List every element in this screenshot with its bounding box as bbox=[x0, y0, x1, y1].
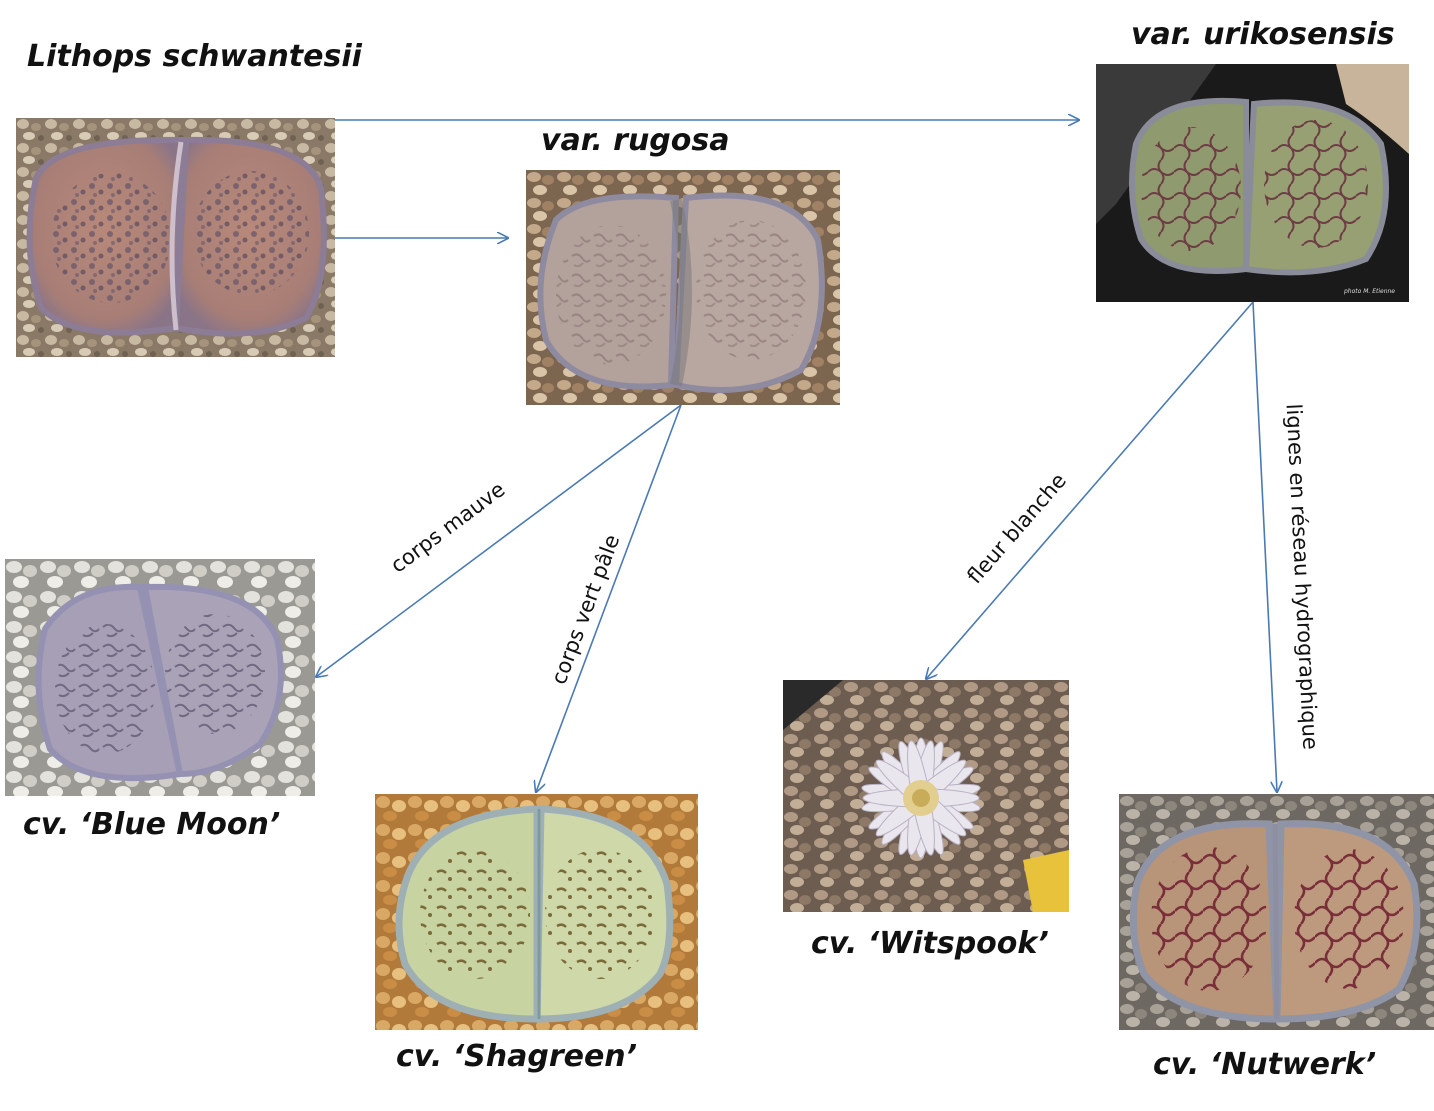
title-var-urikosensis: var. urikosensis bbox=[1131, 17, 1395, 52]
cv-witspook-photo bbox=[783, 680, 1069, 912]
cv-nutwerk-photo bbox=[1119, 794, 1434, 1030]
title-lithops-schwantesii: Lithops schwantesii bbox=[27, 39, 362, 74]
photo-credit: photo M. Etienne bbox=[1343, 288, 1395, 295]
edge-rugosa-to-blue-moon bbox=[316, 404, 682, 677]
edge-urikosensis-to-nutwerk bbox=[1252, 301, 1277, 792]
title-cv-witspook: cv. ‘Witspook’ bbox=[811, 926, 1049, 961]
cv-blue-moon-photo bbox=[5, 559, 315, 796]
var-urikosensis-photo: photo M. Etienne bbox=[1096, 64, 1409, 302]
edge-label-lignes-reseau: lignes en réseau hydrographique bbox=[1282, 403, 1323, 750]
title-cv-shagreen: cv. ‘Shagreen’ bbox=[396, 1039, 638, 1074]
var-rugosa-photo bbox=[526, 170, 840, 405]
title-cv-nutwerk: cv. ‘Nutwerk’ bbox=[1153, 1047, 1377, 1082]
edge-urikosensis-to-witspook bbox=[926, 301, 1254, 679]
title-cv-blue-moon: cv. ‘Blue Moon’ bbox=[23, 807, 281, 842]
edge-rugosa-to-shagreen bbox=[536, 404, 682, 792]
edge-label-fleur-blanche: fleur blanche bbox=[962, 469, 1071, 589]
edge-label-corps-mauve: corps mauve bbox=[386, 477, 509, 578]
lithops-schwantesii-photo bbox=[16, 118, 335, 357]
edge-label-corps-vert-pale: corps vert pâle bbox=[547, 531, 625, 687]
title-var-rugosa: var. rugosa bbox=[541, 123, 730, 158]
cv-shagreen-photo bbox=[375, 794, 698, 1030]
